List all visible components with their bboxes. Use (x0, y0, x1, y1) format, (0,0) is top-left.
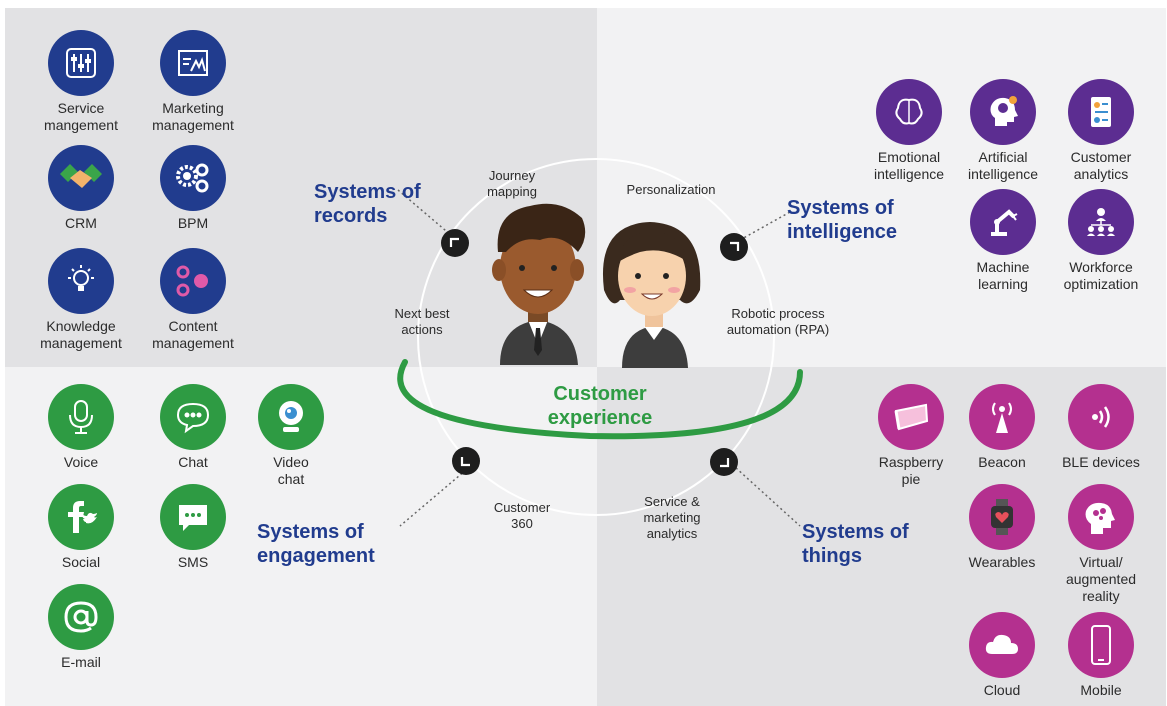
engagement-item-label: Chat (178, 454, 208, 470)
ring-label-next-best: Next best actions (394, 306, 450, 337)
record-item-label: BPM (177, 215, 209, 231)
ring-label-rpa: Robotic process automation (RPA) (726, 306, 830, 337)
cloud-icon (969, 612, 1035, 678)
things-item: Raspberry pie (856, 384, 966, 488)
dots-icon (160, 248, 226, 314)
systems-of-records-heading: Systems of records (314, 181, 421, 227)
record-item-label: Knowledge management (40, 318, 122, 351)
smartwatch-icon (969, 484, 1035, 550)
customer-experience-title: Customer experience (547, 383, 653, 429)
intelligence-item-label: Artificial intelligence (967, 149, 1039, 182)
leader-records (397, 189, 453, 237)
engagement-item-label: SMS (177, 554, 209, 570)
record-item-label: Marketing management (152, 100, 234, 133)
engagement-item-label: Social (61, 554, 101, 570)
outer-ring (417, 158, 775, 516)
org-chart-icon (1068, 189, 1134, 255)
lightbulb-icon (48, 248, 114, 314)
record-item: Service mangement (26, 30, 136, 134)
engagement-item-label: Voice (63, 454, 99, 470)
systems-of-intelligence-heading: Systems of intelligence (787, 197, 898, 243)
record-item-label: Content management (152, 318, 234, 351)
engagement-item-label: Video chat (273, 454, 309, 487)
gears-icon (160, 145, 226, 211)
things-item: BLE devices (1046, 384, 1156, 471)
things-item-label: Mobile (1080, 682, 1122, 698)
things-item-label: Wearables (968, 554, 1036, 570)
corner-marker-records (441, 229, 469, 257)
engagement-item: Voice (26, 384, 136, 471)
things-item-label: BLE devices (1062, 454, 1140, 470)
woman-avatar (602, 222, 701, 368)
orbit-arc (397, 359, 803, 440)
engagement-item: E-mail (26, 584, 136, 671)
intelligence-item-label: Customer analytics (1070, 149, 1132, 182)
intelligence-item-label: Machine learning (976, 259, 1030, 292)
intelligence-item-label: Workforce optimization (1063, 259, 1139, 292)
chat-bubble-icon (160, 384, 226, 450)
corner-marker-things (710, 448, 738, 476)
record-item-label: CRM (65, 215, 97, 231)
record-item-label: Service mangement (44, 100, 118, 133)
record-item: Content management (138, 248, 248, 352)
record-item: CRM (26, 145, 136, 232)
corner-marker-engagement (452, 447, 480, 475)
ai-head-icon (970, 79, 1036, 145)
record-item: BPM (138, 145, 248, 232)
things-item: Cloud (947, 612, 1057, 699)
ring-label-personalization: Personalization (626, 182, 716, 197)
microphone-icon (48, 384, 114, 450)
things-item: Virtual/ augmented reality (1046, 484, 1156, 605)
sms-icon (160, 484, 226, 550)
intelligence-item: Emotional intelligence (854, 79, 964, 183)
leader-things (735, 467, 801, 527)
intelligence-item: Artificial intelligence (948, 79, 1058, 183)
engagement-item: Chat (138, 384, 248, 471)
pie-icon (878, 384, 944, 450)
man-avatar (492, 203, 586, 365)
at-sign-icon (48, 584, 114, 650)
brain-icon (876, 79, 942, 145)
things-item-label: Cloud (983, 682, 1021, 698)
ring-label-customer360: Customer 360 (493, 500, 551, 531)
webcam-icon (258, 384, 324, 450)
corner-marker-intelligence (720, 233, 748, 261)
things-item: Mobile (1046, 612, 1156, 699)
things-item: Beacon (947, 384, 1057, 471)
intelligence-item: Workforce optimization (1046, 189, 1156, 293)
engagement-item: Video chat (236, 384, 346, 488)
engagement-item: SMS (138, 484, 248, 571)
beacon-icon (969, 384, 1035, 450)
things-item-label: Virtual/ augmented reality (1065, 554, 1137, 604)
robot-arm-icon (970, 189, 1036, 255)
report-icon (1068, 79, 1134, 145)
ring-label-journey: Journey mapping (487, 168, 537, 199)
record-item: Knowledge management (26, 248, 136, 352)
systems-of-things-heading: Systems of things (802, 521, 909, 567)
engagement-item-label: E-mail (61, 654, 101, 670)
leader-engagement (399, 469, 467, 527)
engagement-item: Social (26, 484, 136, 571)
presentation-icon (160, 30, 226, 96)
intelligence-item: Machine learning (948, 189, 1058, 293)
sliders-icon (48, 30, 114, 96)
intelligence-item-label: Emotional intelligence (873, 149, 945, 182)
systems-of-engagement-heading: Systems of engagement (257, 521, 375, 567)
things-item-label: Raspberry pie (878, 454, 944, 487)
mobile-icon (1068, 612, 1134, 678)
vr-head-icon (1068, 484, 1134, 550)
ble-icon (1068, 384, 1134, 450)
intelligence-item: Customer analytics (1046, 79, 1156, 183)
things-item: Wearables (947, 484, 1057, 571)
record-item: Marketing management (138, 30, 248, 134)
things-item-label: Beacon (978, 454, 1026, 470)
social-icon (48, 484, 114, 550)
handshake-icon (48, 145, 114, 211)
ring-label-service-analytics: Service & marketing analytics (643, 494, 701, 541)
